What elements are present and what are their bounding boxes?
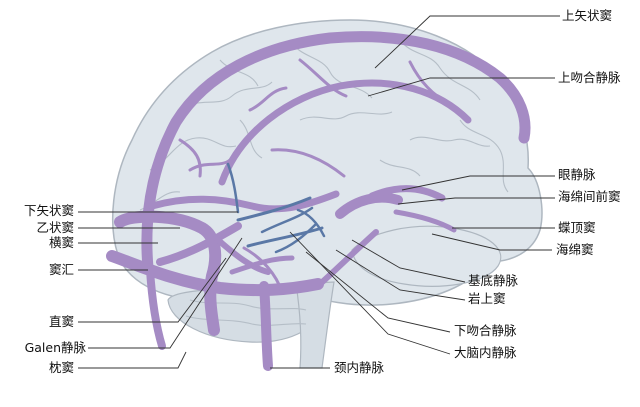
label-transverse-sinus: 横窦 (48, 235, 74, 250)
venous-sinuses (106, 31, 531, 371)
label-galen-vein: Galen静脉 (24, 340, 86, 355)
label-occipital-sinus: 枕窦 (48, 360, 74, 375)
label-superior-sagittal-sinus: 上矢状窦 (562, 8, 613, 23)
label-sphenoparietal-sinus: 蝶顶窦 (558, 220, 596, 235)
label-basal-vein: 基底静脉 (468, 273, 519, 288)
label-inferior-anastomotic-vein: 下吻合静脉 (454, 323, 517, 338)
sigmoid-sinus-path (114, 210, 222, 336)
superior-petrosal-sinus-path (317, 229, 379, 287)
label-cavernous-sinus: 海绵窦 (556, 242, 594, 257)
inferior-sagittal-sinus-path (148, 190, 340, 213)
straight-sinus-path (156, 222, 242, 266)
label-straight-sinus: 直窦 (48, 314, 74, 329)
label-internal-jugular-vein: 颈内静脉 (334, 360, 385, 375)
deep-veins (226, 162, 326, 254)
superior-anastomotic-vein-path (218, 79, 472, 186)
galen-vein-path (213, 235, 271, 275)
label-superior-anastomotic-vein: 上吻合静脉 (558, 70, 621, 85)
transverse-sinus-path (106, 250, 324, 297)
superior-sagittal-sinus-path (141, 31, 531, 274)
cavernous-sinus-path (335, 192, 403, 219)
label-internal-cerebral-vein: 大脑内静脉 (454, 345, 517, 360)
label-intercavernous-sinus: 海绵间前窦 (558, 189, 621, 204)
leader-lines (78, 15, 560, 369)
basal-vein-path (246, 226, 324, 248)
label-inferior-sagittal-sinus: 下矢状窦 (23, 203, 74, 218)
internal-jugular-vein-path (259, 281, 273, 371)
sphenoparietal-sinus-path (393, 209, 457, 233)
internal-cerebral-vein-path (236, 196, 312, 222)
label-superior-petrosal-sinus: 岩上窦 (468, 291, 506, 306)
brainstem (295, 281, 335, 369)
label-ophthalmic-vein: 眼静脉 (558, 167, 596, 182)
label-confluence-of-sinuses: 窦汇 (48, 262, 74, 277)
label-sigmoid-sinus: 乙状窦 (36, 220, 74, 235)
occipital-sinus-path (146, 266, 166, 350)
